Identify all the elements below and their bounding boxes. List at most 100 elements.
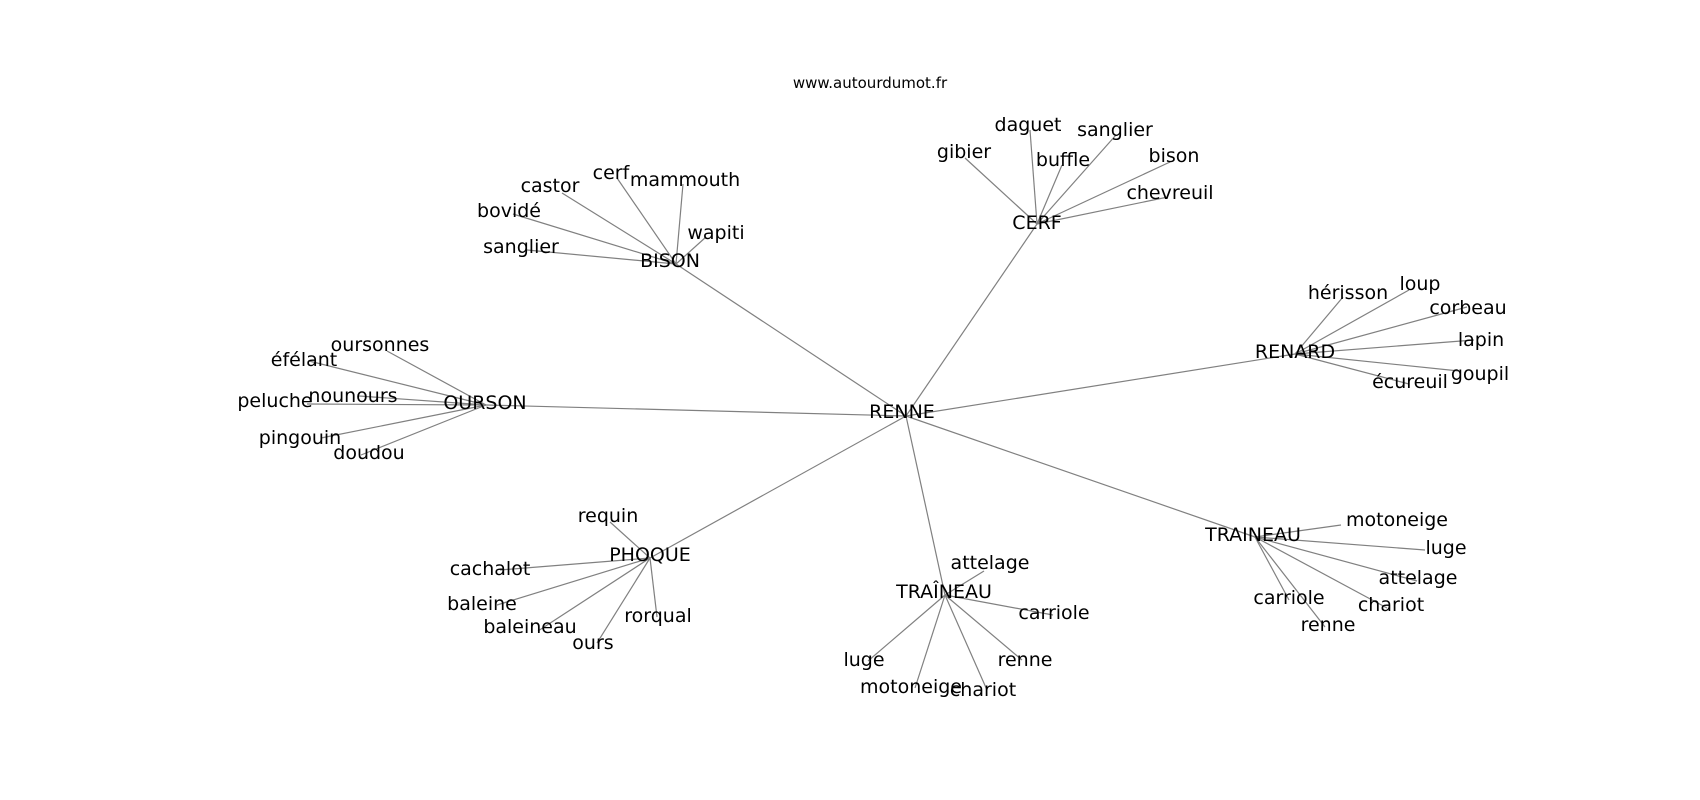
child-edge <box>1036 134 1117 225</box>
leaf-node-label: oursonnes <box>331 334 430 356</box>
leaf-node-label: ours <box>572 632 613 654</box>
child-edge <box>308 360 487 406</box>
leaf-node-label: lapin <box>1458 329 1504 351</box>
leaf-node-label: baleineau <box>483 616 576 638</box>
leaf-node-label: daguet <box>995 114 1062 136</box>
child-edge <box>616 177 677 265</box>
child-edge <box>944 594 1023 661</box>
child-edge <box>1036 161 1171 225</box>
child-edge <box>360 404 487 456</box>
child-edge <box>386 350 487 406</box>
leaf-node-label: goupil <box>1451 363 1509 385</box>
child-edge <box>964 157 1038 225</box>
child-edge <box>306 403 487 406</box>
leaf-node-label: gibier <box>937 141 991 163</box>
leaf-node-label: renne <box>998 649 1053 671</box>
leaf-node-label: renne <box>1301 614 1356 636</box>
child-edge <box>944 594 988 691</box>
leaf-node-label: chariot <box>1358 594 1424 616</box>
leaf-node-label: requin <box>578 505 639 527</box>
child-edge <box>1254 524 1342 538</box>
leaf-node-label: écureuil <box>1372 371 1448 393</box>
leaf-node-label: carriole <box>1018 602 1089 624</box>
leaf-node-label: sanglier <box>1077 119 1153 141</box>
leaf-node-label: castor <box>521 175 580 197</box>
child-edge <box>675 183 684 265</box>
child-edge <box>675 236 707 265</box>
child-edge <box>1294 296 1344 355</box>
child-edge <box>1294 353 1460 372</box>
leaf-node-label: peluche <box>237 390 312 412</box>
root-node-label: RENNE <box>869 401 935 423</box>
hub-node-label: RENARD <box>1255 341 1335 363</box>
root-edge <box>485 404 907 417</box>
root-edge <box>905 353 1296 417</box>
child-edge <box>1254 536 1388 609</box>
child-edge <box>867 594 946 662</box>
child-edge <box>596 557 651 644</box>
child-edge <box>496 557 651 606</box>
root-edge <box>905 223 1038 417</box>
hub-node-label: CERF <box>1012 212 1061 234</box>
hub-node-label: TRAÎNEAU <box>895 580 992 603</box>
child-edge <box>526 249 677 265</box>
hub-node-label: BISON <box>640 250 700 272</box>
leaf-node-label: corbeau <box>1429 297 1506 319</box>
leaf-node-label: loup <box>1399 273 1440 295</box>
leaf-node-label: attelage <box>951 552 1030 574</box>
leaf-node-label: motoneige <box>1346 509 1448 531</box>
leaf-node-label: chariot <box>950 679 1016 701</box>
child-edge <box>944 570 985 596</box>
leaf-node-label: nounours <box>308 385 397 407</box>
leaf-node-label: éfélant <box>271 349 337 371</box>
root-edge <box>905 415 946 596</box>
leaf-node-label: luge <box>843 649 884 671</box>
child-edge <box>944 594 1054 616</box>
root-edge <box>905 415 1256 538</box>
child-edge <box>609 521 651 559</box>
leaf-node-label: luge <box>1425 537 1466 559</box>
child-edge <box>499 557 651 571</box>
child-edge <box>649 557 658 618</box>
leaf-node-label: bison <box>1149 145 1200 167</box>
leaf-node-label: attelage <box>1379 567 1458 589</box>
child-edge <box>914 594 946 689</box>
child-edge <box>1294 306 1468 355</box>
leaf-node-label: wapiti <box>687 222 744 244</box>
child-edge <box>1294 289 1410 355</box>
child-edge <box>1254 536 1426 551</box>
source-url: www.autourdumot.fr <box>793 74 948 92</box>
child-edge <box>561 192 677 265</box>
child-edge <box>320 404 487 439</box>
child-edge <box>1294 353 1410 385</box>
child-edge <box>1294 339 1475 355</box>
child-edge <box>1254 536 1326 628</box>
child-edge <box>1254 536 1418 582</box>
leaf-node-label: rorqual <box>624 605 692 627</box>
leaf-node-label: cerf <box>593 162 631 184</box>
hub-node-label: TRAINEAU <box>1204 524 1301 546</box>
graph-edges <box>306 129 1475 691</box>
leaf-node-label: chevreuil <box>1126 182 1213 204</box>
leaf-node-label: sanglier <box>483 236 559 258</box>
child-edge <box>1029 129 1038 225</box>
leaf-node-label: hérisson <box>1308 282 1388 304</box>
root-edge <box>675 263 907 417</box>
child-edge <box>1036 164 1063 225</box>
child-edge <box>358 395 487 406</box>
root-edge <box>649 415 907 559</box>
leaf-node-label: mammouth <box>630 169 740 191</box>
hub-node-label: PHOQUE <box>609 544 691 566</box>
leaf-node-label: motoneige <box>860 676 962 698</box>
leaf-node-label: baleine <box>447 593 517 615</box>
leaf-node-label: buffle <box>1036 149 1090 171</box>
leaf-node-label: cachalot <box>450 558 531 580</box>
child-edge <box>537 557 651 632</box>
child-edge <box>1254 536 1290 601</box>
leaf-node-label: doudou <box>333 442 404 464</box>
leaf-node-label: pingouin <box>259 427 341 449</box>
leaf-node-label: carriole <box>1253 587 1324 609</box>
leaf-node-label: bovidé <box>477 200 541 222</box>
